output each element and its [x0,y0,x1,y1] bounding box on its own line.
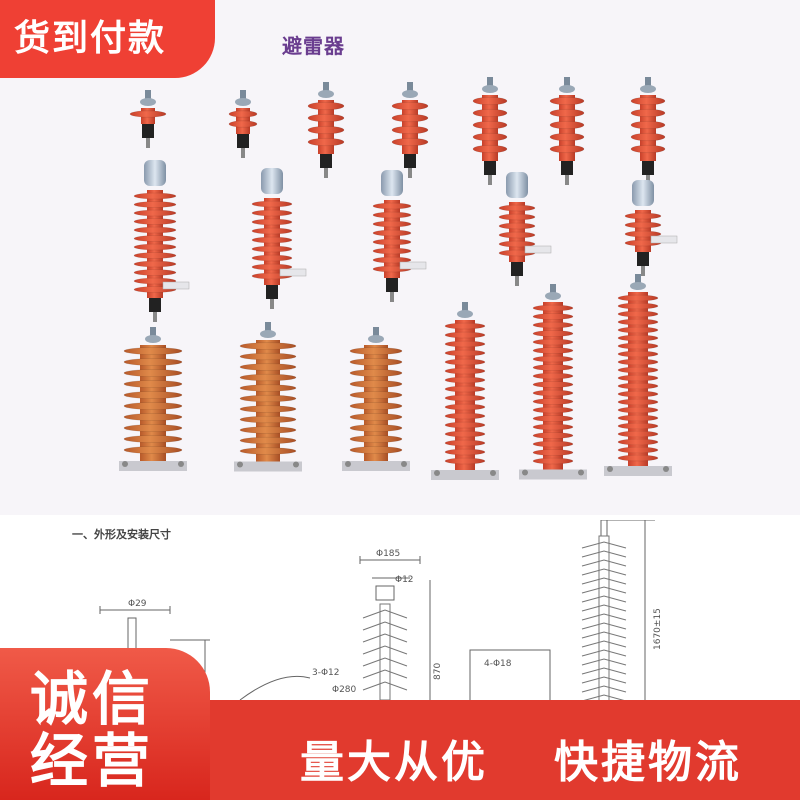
arrester-icon [234,322,302,472]
arrester-icon [307,82,345,178]
footer-left-panel [0,648,210,800]
slogan-operation: 经营 [30,727,155,795]
arrester-icon [431,302,499,480]
arrester-icon [372,170,427,302]
dim-d12: Φ12 [395,575,414,585]
arrester-icon [519,284,587,480]
arrester-icon [251,168,307,309]
arrester-icon [119,327,187,471]
slogan-integrity: 诚信 [30,665,155,733]
arrester-icon [133,160,190,322]
arrester-icon [604,274,672,476]
arrester-icon [129,90,167,148]
dim-1670: 1670±15 [653,608,663,650]
dim-d185: Φ185 [376,549,400,559]
arrester-icon [498,172,552,286]
arrester-icon [342,327,410,471]
arrester-icon [472,77,508,185]
section-title: 一、外形及安装尺寸 [72,528,171,541]
cash-on-delivery-badge: 货到付款 [0,0,215,78]
footer-banner: 诚信 经营 量大从优 快捷物流 [0,648,800,800]
arrester-products-illustration [119,77,678,480]
dim-d280: Φ280 [332,685,357,695]
arrester-icon [391,82,429,178]
footer-red-strip [205,700,800,800]
slogan-fast-logistics: 快捷物流 [554,737,742,788]
dim-870: 870 [433,663,443,680]
arrester-icon [549,77,585,185]
arrester-icon [228,90,258,158]
slogan-bulk-discount: 量大从优 [300,737,488,788]
dim-3-d12: 3-Φ12 [312,668,340,678]
dim-4-d18: 4-Φ18 [484,659,512,669]
arrester-icon [630,77,666,185]
arrester-icon [624,180,678,276]
dim-d29: Φ29 [128,599,147,609]
category-title: 避雷器 [282,34,345,58]
